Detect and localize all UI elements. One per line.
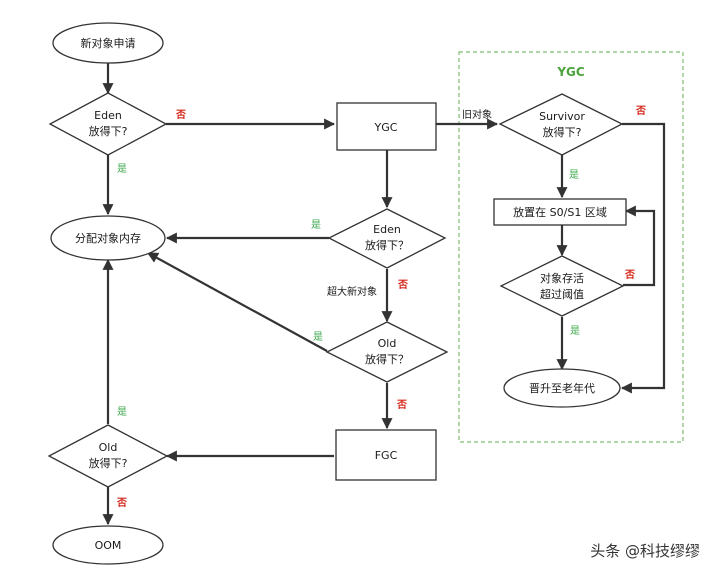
edge-survivor-to-promote	[620, 122, 666, 394]
label-eden1-no: 否	[175, 109, 186, 121]
node-place-s0-s1-text: 放置在 S0/S1 区域	[513, 205, 607, 219]
node-old-check-2-line1: Old	[99, 441, 118, 454]
label-old2-no: 否	[116, 497, 127, 509]
node-fgc-text: FGC	[375, 449, 398, 462]
ygc-region	[458, 51, 684, 443]
label-old2-yes: 是	[117, 406, 127, 418]
watermark: 头条 @科技缪缪	[590, 542, 700, 560]
node-allocate-memory: 分配对象内存	[50, 215, 166, 261]
edge-old-to-allocate	[147, 252, 328, 352]
node-old-check-2-line2: 放得下?	[89, 456, 128, 470]
node-new-object-request-text: 新对象申请	[81, 36, 136, 50]
label-old-objects: 旧对象	[462, 108, 492, 121]
node-promote-old-text: 晋升至老年代	[529, 381, 595, 395]
node-eden-check-1: Eden 放得下?	[48, 92, 168, 156]
node-age-check-line2: 超过阈值	[540, 287, 584, 301]
label-old1-yes: 是	[313, 331, 323, 343]
label-survivor-yes: 是	[569, 169, 579, 181]
node-allocate-memory-text: 分配对象内存	[75, 231, 141, 245]
node-fgc: FGC	[335, 429, 437, 481]
node-eden-check-2-line1: Eden	[373, 223, 401, 236]
edges	[102, 63, 666, 526]
node-old-check-1: Old 放得下？	[325, 321, 449, 383]
label-eden1-yes: 是	[117, 163, 127, 175]
node-eden-check-1-line1: Eden	[94, 109, 122, 122]
node-ygc-text: YGC	[374, 121, 398, 134]
node-old-check-1-line1: Old	[378, 337, 397, 350]
node-eden-check-1-line2: 放得下?	[89, 124, 128, 138]
label-age-yes: 是	[570, 325, 580, 337]
node-old-check-2: Old 放得下?	[47, 424, 169, 488]
label-age-no: 否	[624, 269, 635, 281]
node-age-check-line1: 对象存活	[540, 271, 584, 285]
node-oom-text: OOM	[95, 539, 122, 552]
node-place-s0-s1: 放置在 S0/S1 区域	[493, 198, 627, 226]
node-age-check: 对象存活 超过阈值	[499, 255, 625, 317]
node-eden-check-2: Eden 放得下？	[327, 208, 447, 269]
node-survivor-check-line2: 放得下?	[543, 125, 582, 139]
edge-age-to-place	[623, 205, 656, 287]
label-survivor-no: 否	[635, 105, 646, 117]
edge-labels: 否 是 旧对象 否 是 是 超大新对象 否 是 否 否 是 是 否	[116, 105, 646, 509]
ygc-region-title: YGC	[556, 65, 585, 79]
label-huge-object: 超大新对象	[327, 285, 377, 298]
node-new-object-request: 新对象申请	[52, 22, 164, 64]
label-old1-no: 否	[396, 399, 407, 411]
node-survivor-check-line1: Survivor	[539, 110, 585, 123]
node-survivor-check: Survivor 放得下?	[498, 93, 624, 156]
node-ygc: YGC	[336, 102, 437, 151]
node-old-check-1-line2: 放得下？	[365, 352, 409, 366]
node-eden-check-2-line2: 放得下？	[365, 238, 409, 252]
node-promote-old: 晋升至老年代	[503, 368, 621, 408]
node-oom: OOM	[52, 525, 164, 565]
label-eden2-yes: 是	[311, 219, 321, 231]
label-eden2-no: 否	[397, 279, 408, 291]
